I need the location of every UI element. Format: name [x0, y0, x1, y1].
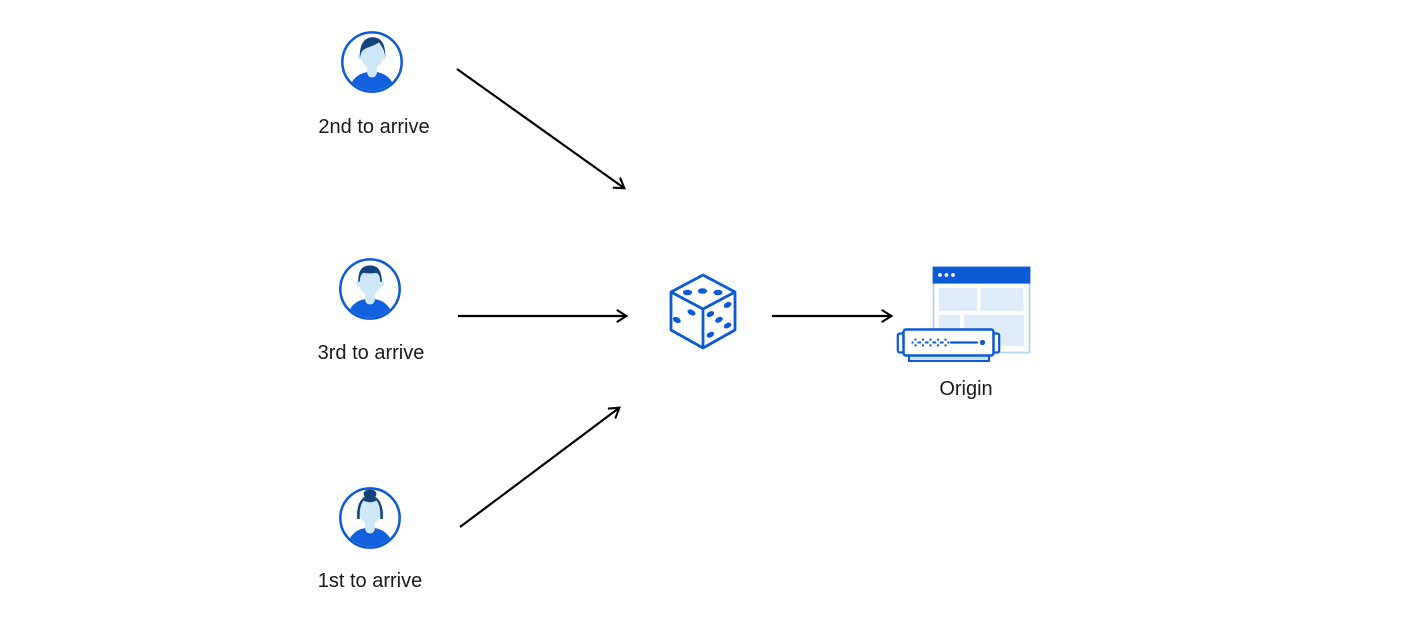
server-icon — [896, 328, 1001, 362]
visitor-3rd — [338, 257, 402, 326]
dice-pips — [672, 288, 732, 338]
arrow-visitor-1st-to-dice — [459, 406, 621, 528]
origin-browser-server-icon — [896, 266, 1031, 362]
server-vent-dots — [911, 338, 950, 347]
randomizer — [667, 272, 739, 357]
visitor-1st-label: 1st to arrive — [317, 570, 423, 592]
visitor-3rd-label: 3rd to arrive — [317, 342, 425, 364]
origin — [893, 262, 1038, 372]
visitor-2nd — [340, 30, 404, 99]
avatar-woman-bun-icon — [339, 487, 401, 549]
origin-label: Origin — [939, 378, 993, 400]
visitor-2nd-label: 2nd to arrive — [318, 116, 430, 138]
visitor-1st — [338, 486, 402, 555]
dice-cube-icon — [669, 273, 737, 350]
avatar-man-short-hair-icon — [339, 258, 401, 320]
avatar-man-swept-hair-icon — [341, 31, 403, 93]
arrow-visitor-2nd-to-dice — [456, 68, 626, 190]
